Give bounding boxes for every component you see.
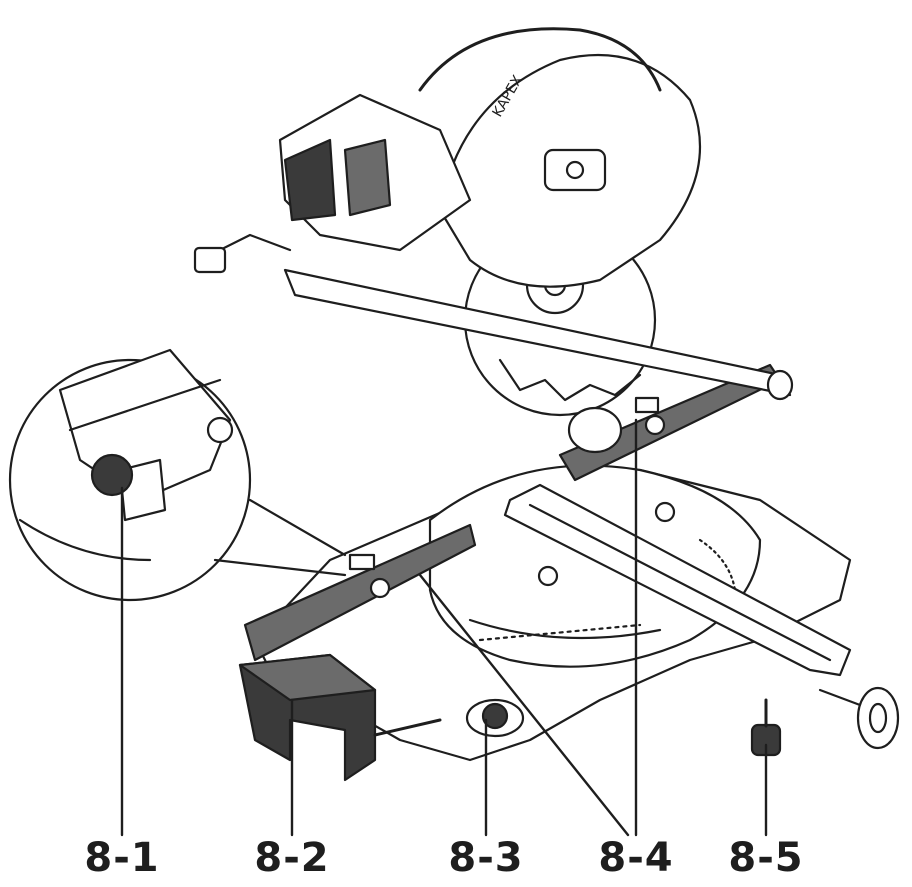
motor-housing: [278, 93, 472, 252]
locking-knob: [465, 698, 525, 738]
callout-8-2: 8-2: [254, 835, 330, 881]
power-plug: [193, 233, 292, 274]
side-support: [238, 653, 442, 782]
saw-base: [253, 464, 852, 762]
slide-rail: [283, 268, 794, 454]
callout-8-5: 8-5: [728, 835, 804, 881]
detail-inset: [8, 348, 347, 602]
blade-guard-housing: KAPEX: [418, 27, 702, 288]
leader-lines: [120, 418, 768, 837]
fence-rail-right: [558, 363, 782, 482]
leader-8-4a: [418, 573, 630, 837]
callout-8-3: 8-3: [448, 835, 524, 881]
callout-8-1: 8-1: [84, 835, 160, 881]
extension-arm: [503, 483, 900, 750]
fence-rail-left: [243, 523, 477, 662]
callout-8-4: 8-4: [598, 835, 674, 881]
